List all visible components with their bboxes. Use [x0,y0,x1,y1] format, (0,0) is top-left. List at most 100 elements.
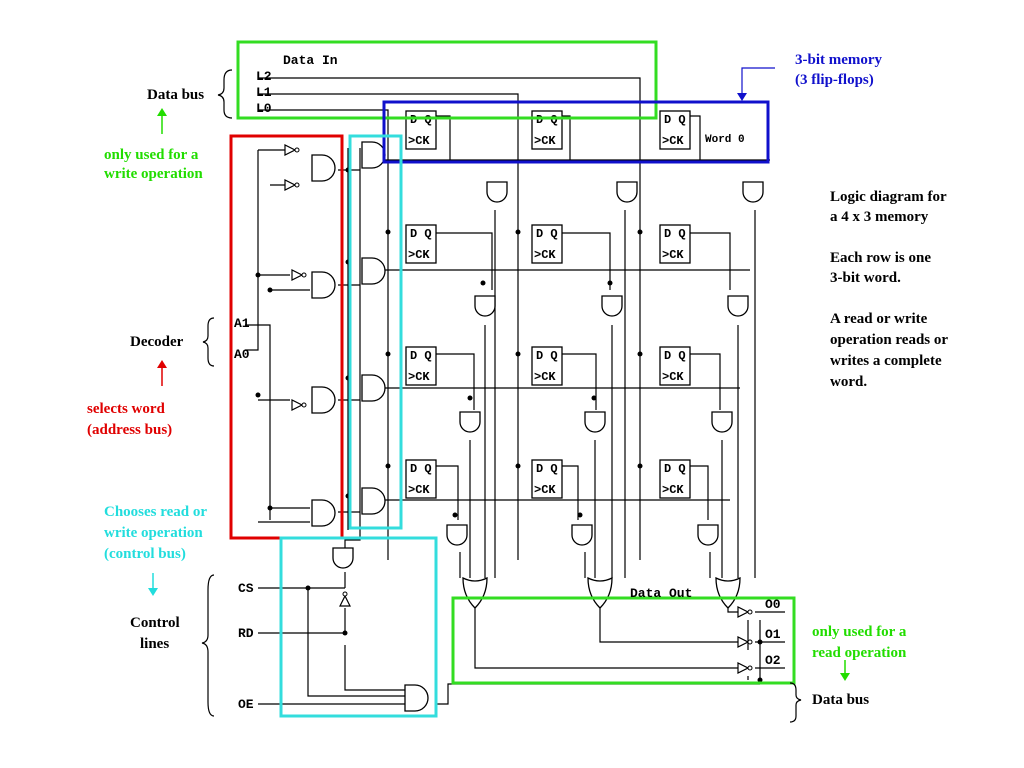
data-out-box [451,596,796,685]
flip-flop-w2-b2: D Q >CK [405,346,437,386]
flip-flop-ck-label: >CK [408,134,430,148]
inverter-row1 [291,269,307,281]
oe-and-gate [404,684,429,712]
output-buffer-o0 [737,606,753,618]
memory-label-line2: (3 flip-flops) [795,72,874,88]
data-bus-label-top: Data bus [147,87,204,103]
flip-flop-dq-label: D Q [536,462,558,476]
desc-line-7: A read or write [830,311,928,327]
logic-gates [284,141,764,712]
read-and-w2-b0 [711,411,733,433]
flip-flop-ck-label: >CK [662,483,684,497]
chooses-rw-line3: (control bus) [104,546,186,562]
or-gate-bit2 [462,577,488,609]
flip-flop-grid: D Q >CK D Q >CK D Q >CK D Q >CK D Q >CK D Q >CK D Q >… [405,110,691,499]
write-and-0 [361,141,386,169]
flip-flop-w2-b1: D Q >CK [531,346,563,386]
read-and-w3-b1 [571,524,593,546]
brace-data-bus [217,69,233,119]
read-and-w1-b1 [601,295,623,317]
write-and-2 [361,374,386,402]
address-a1: A1 [234,316,250,331]
output-buffer-o1 [737,636,753,648]
control-oe: OE [238,697,254,712]
data-out-o1: O1 [765,627,781,642]
data-bus-label-bottom: Data bus [812,692,869,708]
flip-flop-ck-label: >CK [534,483,556,497]
control-cs: CS [238,581,254,596]
data-in-box [236,40,658,120]
data-out-o2: O2 [765,653,781,668]
flip-flop-dq-label: D Q [536,113,558,127]
write-control-box [348,134,403,530]
flip-flop-dq-label: D Q [536,349,558,363]
inverter-a0 [284,179,300,191]
flip-flop-dq-label: D Q [536,227,558,241]
data-out-title: Data Out [630,586,692,601]
memory-label-line1: 3-bit memory [795,52,883,68]
flip-flop-w0-b0: D Q>CK [659,110,691,150]
brace-control-lines [201,574,215,717]
inverter-row2 [291,399,307,411]
flip-flop-ck-label: >CK [534,370,556,384]
inverter-a1 [284,144,300,156]
flip-flop-dq-label: D Q [664,227,686,241]
read-and-w0-b2 [486,181,508,203]
chooses-rw-line1: Chooses read or [104,504,207,520]
read-only-line1: only used for a [812,624,907,640]
flip-flop-dq-label: D Q [664,349,686,363]
flip-flop-w2-b0: D Q >CK [659,346,691,386]
flip-flop-ck-label: >CK [534,248,556,262]
read-and-w0-b0 [742,181,764,203]
address-a0: A0 [234,347,250,362]
description-text: Logic diagram for a 4 x 3 memory Each ro… [830,189,948,390]
control-rd: RD [238,626,254,641]
brace-decoder [202,317,215,367]
decoder-and-0 [311,154,336,182]
control-lines-line1: Control [130,615,180,631]
output-buffer-o2 [737,662,753,674]
flip-flop-dq-label: D Q [410,349,432,363]
data-out-o0: O0 [765,597,781,612]
selects-word-line2: (address bus) [87,422,172,438]
flip-flop-ck-label: >CK [408,483,430,497]
flip-flop-ck-label: >CK [662,248,684,262]
desc-line-9: writes a complete [830,353,942,369]
flip-flop-dq-label: D Q [410,113,432,127]
flip-flop-dq-label: D Q [664,462,686,476]
flip-flop-ck-label: >CK [408,370,430,384]
selects-word-line1: selects word [87,401,166,417]
write-only-line2: write operation [104,166,203,182]
flip-flop-ck-label: >CK [662,370,684,384]
decoder-and-2 [311,386,336,414]
data-in-l1: L1 [256,85,272,100]
word0-label: Word 0 [705,134,745,146]
read-and-w2-b1 [584,411,606,433]
control-and-gate [332,547,354,569]
decoder-label: Decoder [130,334,184,350]
data-in-l2: L2 [256,69,272,84]
flip-flop-w1-b2: D Q>CK [405,224,437,264]
desc-line-4: Each row is one [830,250,931,266]
decoder-and-1 [311,271,336,299]
read-and-w3-b0 [697,524,719,546]
read-and-w2-b2 [459,411,481,433]
flip-flop-dq-label: D Q [664,113,686,127]
braces [201,69,802,723]
desc-line-10: word. [830,374,867,390]
flip-flop-w3-b0: D Q >CK [659,459,691,499]
flip-flop-dq-label: D Q [410,227,432,241]
word0-memory-box [382,100,770,164]
control-lines-line2: lines [140,636,169,652]
brace-data-bus-bottom [789,682,802,723]
data-in-l0: L0 [256,101,272,116]
or-gate-bit1 [587,577,613,609]
read-only-line2: read operation [812,645,907,661]
desc-line-1: Logic diagram for [830,189,947,205]
write-and-3 [361,487,386,515]
chooses-rw-line2: write operation [104,525,203,541]
flip-flop-ck-label: >CK [534,134,556,148]
write-only-line1: only used for a [104,147,199,163]
desc-line-8: operation reads or [830,332,948,348]
